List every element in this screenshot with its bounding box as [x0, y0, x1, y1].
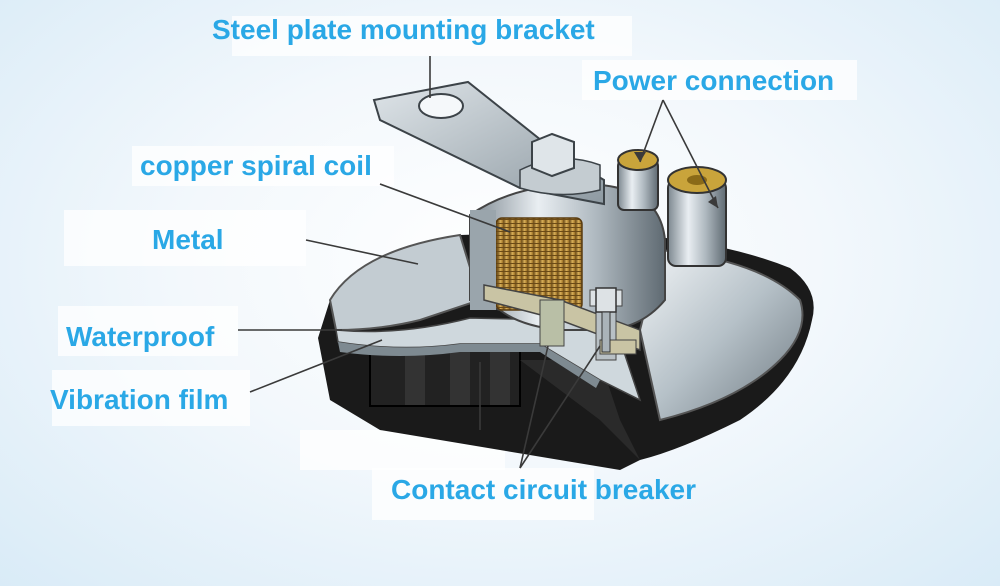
leader-arrowheads [634, 152, 718, 208]
label-steel-plate-bracket: Steel plate mounting bracket [212, 14, 595, 45]
label-plate-vibration [52, 370, 250, 426]
label-plate-power [582, 60, 857, 100]
leader-lines [238, 56, 719, 469]
metal-shell [328, 233, 804, 422]
label-plate-steel [232, 16, 632, 56]
steel-plate-bracket [372, 80, 605, 206]
leader-vibration [249, 339, 383, 393]
label-plate-waterproof [58, 306, 238, 356]
leader-contact-1 [519, 345, 549, 469]
label-metal: Metal [152, 224, 224, 255]
label-plate-coil [132, 146, 394, 186]
label-copper-spiral-coil: copper spiral coil [140, 150, 372, 181]
leader-contact-2 [519, 345, 601, 469]
leader-metal [305, 239, 419, 265]
adjust-screw [595, 287, 617, 353]
leader-coil [379, 183, 511, 233]
label-plate-metal [64, 210, 306, 266]
label-plate-contact [372, 468, 594, 520]
leader-power-1 [639, 99, 664, 163]
label-power-connection: Power connection [593, 65, 835, 96]
label-vibration-film: Vibration film [50, 384, 229, 415]
leader-power-2 [662, 99, 719, 209]
label-contact-circuit-breaker: Contact circuit breaker [391, 474, 696, 505]
label-waterproof: Waterproof [66, 321, 215, 352]
